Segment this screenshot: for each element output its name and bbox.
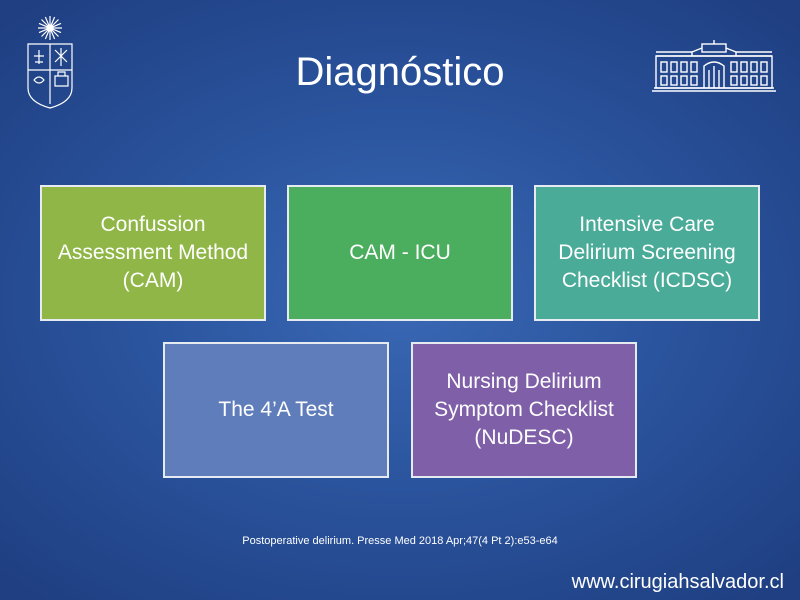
university-crest-icon [27,16,73,109]
box-icdsc-label: Intensive Care Delirium Screening Checkl… [558,213,736,292]
box-nudesc-label: Nursing Delirium Symptom Checklist (NuDE… [434,370,614,449]
box-cam-icu: CAM - ICU [287,185,513,321]
box-icdsc: Intensive Care Delirium Screening Checkl… [534,185,760,321]
box-nudesc: Nursing Delirium Symptom Checklist (NuDE… [411,342,637,478]
box-cam-icu-label: CAM - ICU [349,241,451,264]
citation: Postoperative delirium. Presse Med 2018 … [242,535,558,547]
website-url: www.cirugiahsalvador.cl [571,571,784,593]
hospital-building-icon [652,40,776,92]
slide-title: Diagnóstico [295,50,505,94]
box-cam-label: Confussion Assessment Method (CAM) [57,213,249,292]
box-4at: The 4’A Test [163,342,389,478]
box-cam: Confussion Assessment Method (CAM) [40,185,266,321]
box-4at-label: The 4’A Test [218,398,334,421]
